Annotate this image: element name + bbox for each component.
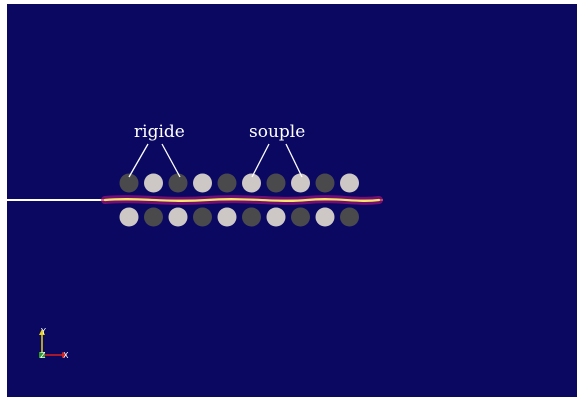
fiber-core bbox=[103, 198, 381, 202]
soft-cylinder bbox=[242, 173, 261, 193]
rigid-cylinder bbox=[193, 207, 212, 227]
soft-label: souple bbox=[249, 122, 305, 142]
rigid-cylinder bbox=[168, 173, 188, 193]
rigid-leader-right bbox=[161, 143, 181, 178]
soft-cylinder bbox=[340, 173, 359, 193]
x-axis-label: X bbox=[63, 351, 69, 360]
y-axis-arrow-icon bbox=[39, 329, 45, 335]
soft-cylinder bbox=[144, 173, 163, 193]
soft-cylinder bbox=[266, 207, 286, 227]
z-axis-marker bbox=[39, 352, 45, 358]
x-axis-arrow-icon bbox=[62, 352, 67, 358]
rigid-cylinder bbox=[315, 173, 335, 193]
bottom-cylinder-row bbox=[119, 207, 359, 227]
render-viewport[interactable]: rigide souple Y Z X bbox=[7, 4, 577, 397]
rigid-cylinder bbox=[291, 207, 310, 227]
rigid-cylinder bbox=[340, 207, 359, 227]
top-cylinder-row bbox=[119, 173, 359, 193]
soft-cylinder bbox=[168, 207, 188, 227]
soft-cylinder bbox=[119, 207, 139, 227]
rigid-label: rigide bbox=[134, 122, 185, 142]
orientation-axes: Y Z X bbox=[39, 327, 69, 360]
rigid-leader-left bbox=[128, 143, 149, 178]
y-axis-label: Y bbox=[40, 327, 46, 336]
rigid-cylinder bbox=[266, 173, 286, 193]
simulation-scene: rigide souple Y Z X bbox=[7, 122, 383, 360]
rigid-cylinder bbox=[242, 207, 261, 227]
rigid-cylinder bbox=[217, 173, 237, 193]
soft-leader-right bbox=[285, 143, 303, 178]
soft-cylinder bbox=[193, 173, 212, 193]
rigid-cylinder bbox=[144, 207, 163, 227]
soft-cylinder bbox=[291, 173, 310, 193]
rigid-cylinder bbox=[119, 173, 139, 193]
z-axis-label: Z bbox=[40, 351, 46, 360]
soft-cylinder bbox=[315, 207, 335, 227]
soft-cylinder bbox=[217, 207, 237, 227]
soft-leader-left bbox=[251, 143, 270, 178]
